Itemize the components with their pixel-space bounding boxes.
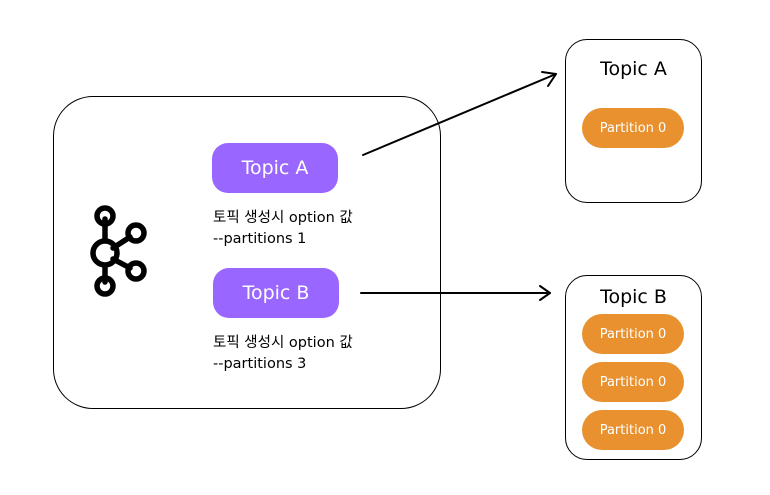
- topic-a-option-note: 토픽 생성시 option 값 --partitions 1: [213, 208, 353, 250]
- topic-b-partition-0-third: Partition 0: [582, 410, 684, 450]
- topic-a-box: Topic A Partition 0: [565, 39, 702, 203]
- kafka-logo-icon: [90, 205, 147, 297]
- arrow-topic-a-head: [541, 71, 557, 87]
- arrow-topic-b-head: [539, 285, 551, 301]
- topic-a-pill: Topic A: [212, 143, 338, 193]
- topic-b-box: Topic B Partition 0 Partition 0 Partitio…: [565, 275, 702, 460]
- topic-b-option-note: 토픽 생성시 option 값 --partitions 3: [213, 333, 353, 375]
- topic-b-partition-0-second: Partition 0: [582, 362, 684, 402]
- topic-a-note-line2: --partitions 1: [213, 231, 307, 247]
- topic-a-note-line1: 토픽 생성시 option 값: [213, 210, 353, 226]
- topic-b-note-line1: 토픽 생성시 option 값: [213, 335, 353, 351]
- topic-b-box-title: Topic B: [600, 286, 667, 308]
- topic-a-box-title: Topic A: [600, 58, 667, 80]
- topic-b-pill: Topic B: [213, 268, 339, 318]
- topic-b-note-line2: --partitions 3: [213, 356, 307, 372]
- topic-a-partition-0: Partition 0: [582, 108, 684, 148]
- topic-b-partition-0-first: Partition 0: [582, 314, 684, 354]
